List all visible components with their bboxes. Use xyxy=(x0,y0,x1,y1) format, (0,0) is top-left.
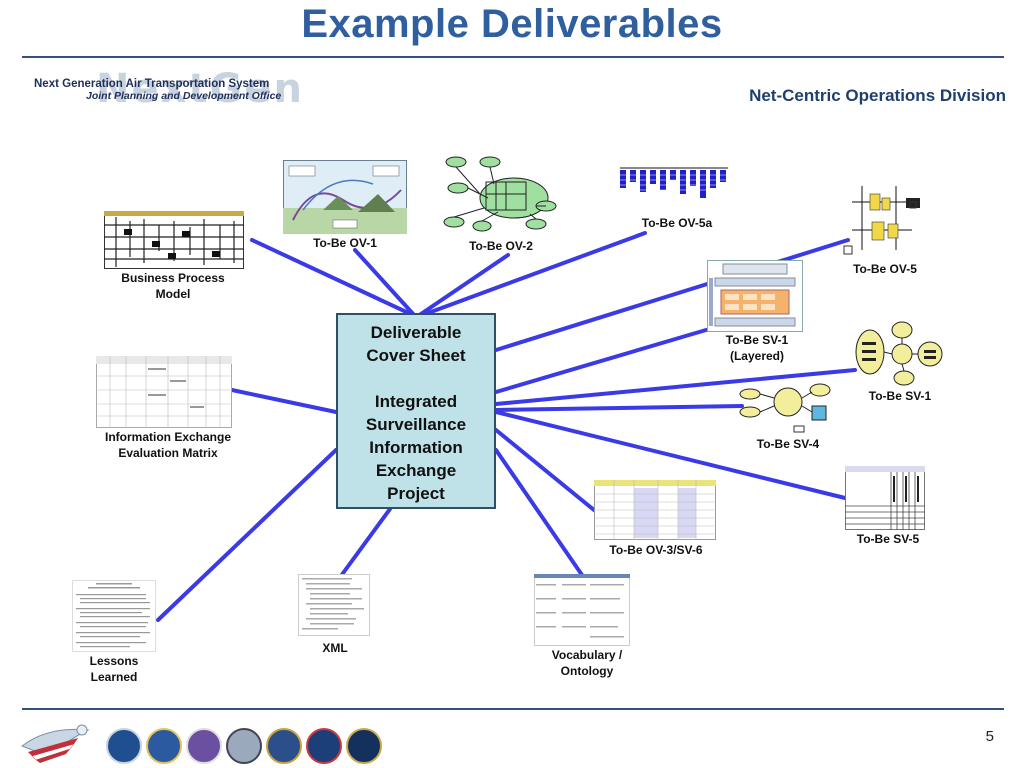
business-process-model-thumbnail xyxy=(104,211,244,269)
label-information-exchange-matrix: Information Exchange Evaluation Matrix xyxy=(88,429,248,461)
header-rule xyxy=(22,56,1004,58)
label-line: Learned xyxy=(90,670,138,684)
label-to-be-sv5: To-Be SV-5 xyxy=(856,532,920,546)
org-name: Next Generation Air Transportation Syste… xyxy=(34,78,270,90)
to-be-ov2-thumbnail xyxy=(443,156,557,232)
label-xml: XML xyxy=(322,641,348,655)
connector-sv5 xyxy=(494,410,847,500)
nextgen-logo: NextGen Next Generation Air Transportati… xyxy=(34,66,302,112)
commerce-seal-icon xyxy=(146,728,182,764)
dot-seal-icon xyxy=(106,728,142,764)
connector-ov5 xyxy=(494,238,850,352)
label-line: Vocabulary / xyxy=(551,648,623,662)
vocabulary-ontology-thumbnail xyxy=(534,574,630,646)
label-to-be-sv1-layered: To-Be SV-1 (Layered) xyxy=(698,332,816,364)
cover-line: Surveillance xyxy=(365,415,467,434)
cover-line: Deliverable xyxy=(370,323,462,342)
label-to-be-ov1: To-Be OV-1 xyxy=(313,236,377,250)
ostp-seal-icon xyxy=(346,728,382,764)
defense-seal-icon xyxy=(186,728,222,764)
to-be-sv5-thumbnail xyxy=(845,466,925,530)
cover-line: Exchange xyxy=(375,461,457,480)
connector-ov2 xyxy=(416,253,510,318)
label-line: Information Exchange xyxy=(104,430,232,444)
cover-line: Information xyxy=(369,438,463,457)
label-to-be-ov3-sv6: To-Be OV-3/SV-6 xyxy=(609,543,703,557)
label-to-be-sv4: To-Be SV-4 xyxy=(756,437,820,451)
connector-lessons xyxy=(156,448,338,622)
logo-watermark: NextGen xyxy=(96,66,304,112)
connector-vocab xyxy=(494,448,584,577)
homeland-security-seal-icon xyxy=(226,728,262,764)
label-business-process-model: Business Process Model xyxy=(100,270,246,302)
footer-rule xyxy=(22,708,1004,710)
slide-title: Example Deliverables xyxy=(301,2,723,46)
to-be-sv1-layered-thumbnail xyxy=(707,260,803,332)
connector-sv1-layered xyxy=(494,328,708,394)
label-to-be-ov5: To-Be OV-5 xyxy=(853,262,917,276)
cover-line: Integrated xyxy=(374,392,458,411)
division-name: Net-Centric Operations Division xyxy=(749,86,1006,105)
connector-ov1 xyxy=(353,248,417,318)
cover-line: Project xyxy=(387,484,445,503)
label-to-be-ov5a: To-Be OV-5a xyxy=(641,216,713,230)
label-vocabulary-ontology: Vocabulary / Ontology xyxy=(528,647,646,679)
page-number: 5 xyxy=(985,728,994,745)
connector-xml xyxy=(336,507,392,582)
org-subtitle: Joint Planning and Development Office xyxy=(86,90,282,102)
connector-bpm xyxy=(250,238,417,318)
label-line: Model xyxy=(155,287,191,301)
lessons-learned-thumbnail xyxy=(72,580,156,652)
connector-iem xyxy=(230,388,338,414)
label-to-be-sv1: To-Be SV-1 xyxy=(868,389,932,403)
deliverable-cover-sheet: Deliverable Cover Sheet Integrated Surve… xyxy=(336,313,496,509)
to-be-ov1-thumbnail xyxy=(283,160,407,234)
label-line: (Layered) xyxy=(729,349,785,363)
label-line: Lessons xyxy=(89,654,139,668)
label-line: Ontology xyxy=(560,664,614,678)
eagle-logo xyxy=(20,724,90,763)
connector-ov5a xyxy=(418,231,647,318)
label-line: Business Process xyxy=(121,271,225,285)
to-be-ov5-thumbnail xyxy=(843,186,920,255)
cover-line: Cover Sheet xyxy=(366,346,466,365)
label-lessons-learned: Lessons Learned xyxy=(70,653,158,685)
faa-seal-icon xyxy=(266,728,302,764)
to-be-sv4-thumbnail xyxy=(739,383,831,433)
label-line: Evaluation Matrix xyxy=(118,446,218,460)
information-exchange-matrix-thumbnail xyxy=(96,356,232,428)
label-line: To-Be SV-1 xyxy=(725,333,789,347)
nasa-logo-icon xyxy=(306,728,342,764)
to-be-ov3-sv6-thumbnail xyxy=(594,480,716,540)
label-to-be-ov2: To-Be OV-2 xyxy=(469,239,533,253)
to-be-sv1-thumbnail xyxy=(855,321,943,386)
connector-sv4 xyxy=(494,404,744,412)
connector-ov3sv6 xyxy=(494,428,596,512)
to-be-ov5a-thumbnail xyxy=(620,167,728,198)
xml-thumbnail xyxy=(298,574,370,636)
connector-sv1 xyxy=(494,368,857,406)
